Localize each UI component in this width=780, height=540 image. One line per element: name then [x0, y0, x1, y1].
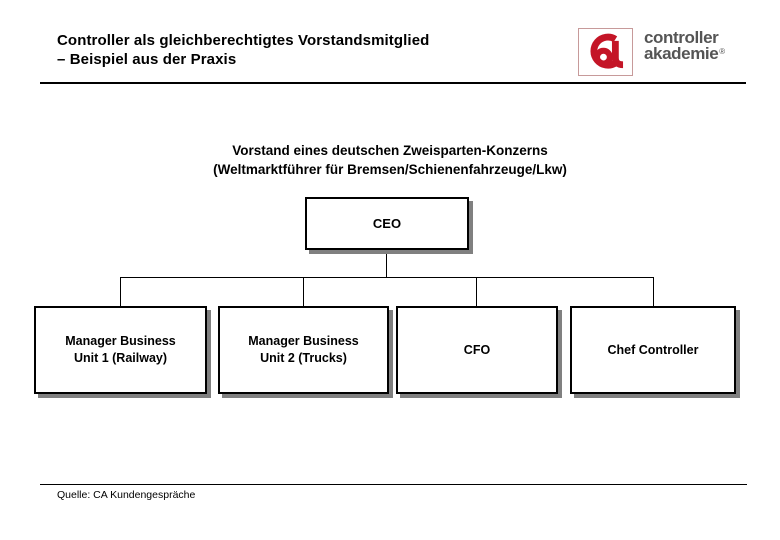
org-node-chef-controller: Chef Controller	[570, 306, 736, 394]
org-node-label: Manager Business Unit 2 (Trucks)	[248, 334, 359, 365]
org-node-ceo: CEO	[305, 197, 469, 250]
org-node-cfo: CFO	[396, 306, 558, 394]
org-node-label: CEO	[372, 216, 402, 231]
source-note: Quelle: CA Kundengespräche	[57, 489, 196, 501]
org-node-label: Manager Business Unit 1 (Railway)	[65, 334, 176, 365]
logo-wordmark: controller akademie®	[644, 28, 725, 63]
org-node-manager-unit1: Manager Business Unit 1 (Railway)	[34, 306, 207, 394]
slide-title: Controller als gleichberechtigtes Vorsta…	[57, 32, 430, 68]
brand-a-icon	[583, 32, 629, 72]
org-node-label: Chef Controller	[607, 342, 699, 357]
connector-ceo-stem	[386, 250, 387, 277]
connector-drop-unit2	[303, 277, 304, 306]
connector-drop-cfo	[476, 277, 477, 306]
org-node-manager-unit2: Manager Business Unit 2 (Trucks)	[218, 306, 389, 394]
controller-akademie-logo	[578, 28, 633, 76]
org-node-label: CFO	[463, 342, 491, 357]
chart-heading: Vorstand eines deutschen Zweisparten-Kon…	[213, 143, 567, 177]
logo-word-akademie: akademie	[644, 44, 719, 63]
connector-drop-chef-controller	[653, 277, 654, 306]
registered-trademark-symbol: ®	[719, 47, 725, 56]
footer-rule	[40, 484, 747, 485]
header-rule	[40, 82, 746, 84]
connector-drop-unit1	[120, 277, 121, 306]
logo-word-controller: controller	[644, 28, 719, 47]
connector-horizontal	[120, 277, 654, 278]
